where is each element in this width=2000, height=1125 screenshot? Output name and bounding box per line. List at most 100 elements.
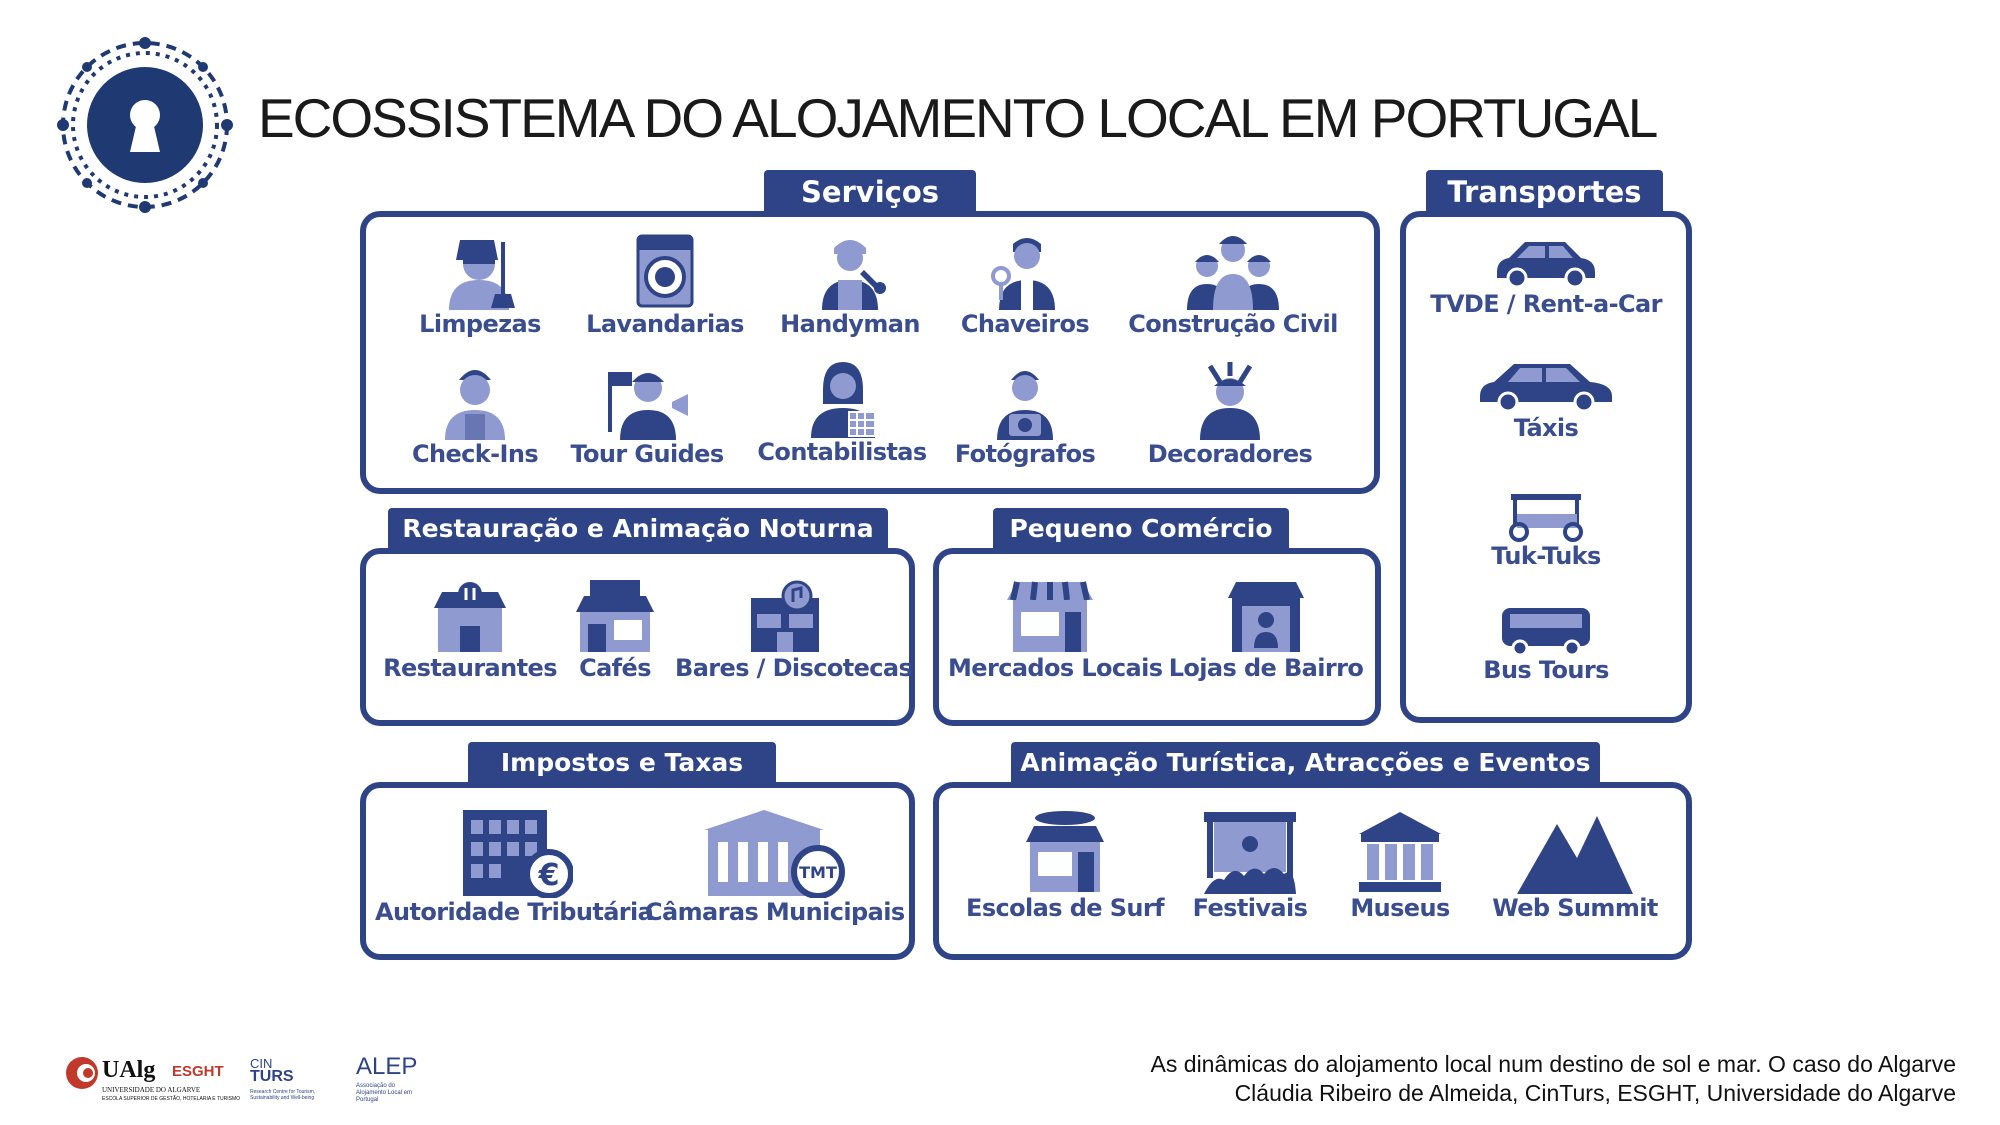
- page-title: ECOSSISTEMA DO ALOJAMENTO LOCAL EM PORTU…: [258, 87, 1658, 149]
- item-tvde-rent-a-car: TVDE / Rent-a-Car: [1410, 232, 1682, 318]
- item-check-ins: Check-Ins: [400, 362, 550, 468]
- label-bus-tours: Bus Tours: [1483, 656, 1609, 684]
- animacao-tab: Animação Turística, Atracções e Eventos: [1011, 742, 1600, 784]
- photographer-icon: [997, 371, 1053, 440]
- decorator-icon: [1200, 362, 1260, 440]
- label-escolas-de-surf: Escolas de Surf: [966, 894, 1165, 922]
- label-lojas-de-bairro: Lojas de Bairro: [1168, 654, 1364, 682]
- footer-line-1: As dinâmicas do alojamento local num des…: [1150, 1051, 1956, 1077]
- tax-office-building-icon: €: [462, 810, 573, 898]
- item-festivais: Festivais: [1175, 808, 1325, 922]
- item-escolas-de-surf: Escolas de Surf: [960, 808, 1170, 922]
- label-taxis: Táxis: [1513, 414, 1579, 442]
- label-autoridade-tributaria: Autoridade Tributária: [375, 898, 654, 926]
- item-tuk-tuks: Tuk-Tuks: [1410, 484, 1682, 570]
- alep-name: ALEP: [356, 1053, 418, 1080]
- servicos-tab: Serviços: [764, 170, 976, 214]
- label-restaurantes: Restaurantes: [383, 654, 557, 682]
- item-handyman: Handyman: [770, 232, 930, 338]
- comercio-panel: [933, 548, 1381, 726]
- euro-badge: €: [537, 858, 559, 893]
- bar-music-icon: [751, 580, 819, 652]
- check-in-person-icon: [445, 370, 505, 440]
- label-handyman: Handyman: [780, 310, 920, 338]
- label-camaras-municipais: Câmaras Municipais: [645, 898, 905, 926]
- footer-line-2: Cláudia Ribeiro de Almeida, CinTurs, ESG…: [1234, 1080, 1956, 1106]
- market-icon: [1007, 581, 1093, 652]
- accountant-icon: [811, 362, 876, 438]
- ualg-logo-icon: [66, 1057, 98, 1089]
- item-bus-tours: Bus Tours: [1410, 604, 1682, 684]
- ualg-name: UAlg: [102, 1057, 156, 1083]
- label-fotografos: Fotógrafos: [954, 440, 1096, 468]
- footer-citation: As dinâmicas do alojamento local num des…: [1151, 1050, 1956, 1108]
- label-contabilistas: Contabilistas: [757, 438, 927, 466]
- cinturs-bottom: TURS: [250, 1068, 294, 1085]
- label-tuk-tuks: Tuk-Tuks: [1491, 542, 1601, 570]
- label-tvde-rent-a-car: TVDE / Rent-a-Car: [1430, 290, 1662, 318]
- car-icon: [1497, 242, 1595, 289]
- surf-school-icon: [1026, 811, 1104, 892]
- item-museus: Museus: [1335, 808, 1465, 922]
- item-autoridade-tributaria: € Autoridade Tributária: [375, 806, 654, 926]
- item-taxis: Táxis: [1410, 358, 1682, 442]
- item-chaveiros: Chaveiros: [950, 232, 1100, 338]
- label-mercados-locais: Mercados Locais: [948, 654, 1163, 682]
- keyhole-seal-logo-icon: [57, 37, 233, 213]
- alep-sub: Associação do Alojamento Local em Portug…: [356, 1083, 413, 1103]
- cinturs-sub: Research Centre for Tourism, Sustainabil…: [250, 1089, 316, 1101]
- item-bares-discotecas: Bares / Discotecas: [675, 578, 913, 682]
- item-decoradores: Decoradores: [1130, 362, 1330, 468]
- alep-logo: ALEP Associação do Alojamento Local em P…: [356, 1053, 426, 1105]
- ualg-sub1: UNIVERSIDADE DO ALGARVE: [102, 1086, 201, 1094]
- impostos-tab: Impostos e Taxas: [468, 742, 776, 784]
- washing-machine-icon: [636, 234, 694, 308]
- label-cafes: Cafés: [579, 654, 651, 682]
- item-limpezas: Limpezas: [405, 232, 555, 338]
- ualg-suffix: ESGHT: [172, 1063, 224, 1080]
- label-limpezas: Limpezas: [419, 310, 541, 338]
- taxi-icon: [1480, 364, 1612, 413]
- museum-icon: [1359, 812, 1441, 892]
- item-restaurantes: Restaurantes: [380, 578, 560, 682]
- label-festivais: Festivais: [1192, 894, 1308, 922]
- restauracao-tab: Restauração e Animação Noturna: [388, 508, 888, 550]
- item-lojas-de-bairro: Lojas de Bairro: [1168, 578, 1364, 682]
- cinturs-logo: CIN TURS Research Centre for Tourism, Su…: [250, 1056, 340, 1106]
- transportes-tab: Transportes: [1426, 170, 1663, 214]
- ualg-logo: UAlg ESGHT UNIVERSIDADE DO ALGARVE ESCOL…: [64, 1055, 244, 1105]
- handyman-icon: [822, 240, 886, 310]
- bus-icon: [1502, 608, 1590, 656]
- item-mercados-locais: Mercados Locais: [948, 578, 1163, 682]
- label-chaveiros: Chaveiros: [960, 310, 1090, 338]
- construction-workers-icon: [1187, 236, 1279, 310]
- label-tour-guides: Tour Guides: [570, 440, 724, 468]
- restaurant-icon: [434, 582, 506, 652]
- item-tour-guides: Tour Guides: [562, 362, 732, 468]
- label-decoradores: Decoradores: [1147, 440, 1313, 468]
- label-construcao-civil: Construção Civil: [1128, 310, 1338, 338]
- tmt-badge: TMT: [799, 863, 837, 882]
- label-lavandarias: Lavandarias: [586, 310, 744, 338]
- ualg-sub2: ESCOLA SUPERIOR DE GESTÃO, HOTELARIA E T…: [102, 1096, 240, 1102]
- locksmith-icon: [991, 238, 1055, 310]
- neighborhood-shop-icon: [1228, 582, 1304, 652]
- item-lavandarias: Lavandarias: [580, 232, 750, 338]
- label-museus: Museus: [1350, 894, 1450, 922]
- item-contabilistas: Contabilistas: [752, 360, 932, 466]
- festival-stage-icon: [1204, 812, 1296, 894]
- tuk-tuk-icon: [1509, 494, 1583, 542]
- cinturs-top: CIN: [250, 1056, 273, 1071]
- label-bares-discotecas: Bares / Discotecas: [675, 654, 913, 682]
- cleaner-icon: [449, 240, 515, 310]
- label-web-summit: Web Summit: [1492, 894, 1658, 922]
- item-construcao-civil: Construção Civil: [1118, 232, 1348, 338]
- item-fotografos: Fotógrafos: [945, 362, 1105, 468]
- cafe-icon: [576, 580, 654, 652]
- item-web-summit: Web Summit: [1480, 808, 1670, 922]
- item-camaras-municipais: TMT Câmaras Municipais: [645, 806, 905, 926]
- tour-guide-icon: [608, 372, 688, 440]
- label-check-ins: Check-Ins: [411, 440, 539, 468]
- comercio-tab: Pequeno Comércio: [993, 508, 1289, 550]
- city-hall-icon: TMT: [704, 810, 845, 898]
